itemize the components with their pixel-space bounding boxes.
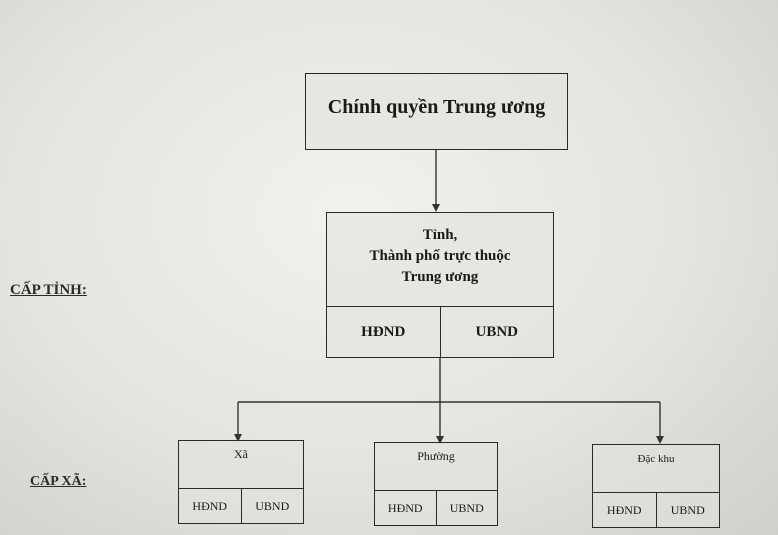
province-title: Tỉnh, Thành phố trực thuộc Trung ương [327,225,553,288]
central-government-box: Chính quyền Trung ương [305,73,568,150]
commune-xa-hdnd: HĐND [192,498,228,513]
province-organs: HĐND UBND [327,306,553,357]
commune-xa-ubnd: UBND [240,489,304,523]
commune-box-xa: Xã HĐND UBND [178,440,304,524]
province-hdnd: HĐND [361,323,406,340]
commune-box-dac-khu: Đặc khu HĐND UBND [592,444,720,528]
commune-xa-organs: HĐND UBND [179,488,303,523]
commune-dac-khu-title: Đặc khu [637,453,675,465]
province-box: Tỉnh, Thành phố trực thuộc Trung ương HĐ… [326,212,554,358]
commune-phuong-title: Phường [417,449,455,463]
province-level-label: CẤP TỈNH: [10,282,87,298]
commune-xa-title: Xã [234,447,248,461]
province-ubnd: UBND [439,307,554,357]
commune-dac-khu-hdnd: HĐND [606,502,642,517]
commune-dac-khu-organs: HĐND UBND [593,492,719,527]
commune-dac-khu-ubnd: UBND [655,493,720,527]
province-title-line-3: Trung ương [401,269,479,285]
commune-phuong-hdnd: HĐND [387,500,423,515]
commune-box-phuong: Phường HĐND UBND [374,442,498,526]
commune-level-label: CẤP XÃ: [30,474,87,489]
central-government-title: Chính quyền Trung ương [327,96,546,118]
province-title-line-1: Tỉnh, [422,227,458,243]
province-title-line-2: Thành phố trực thuộc [369,248,511,264]
commune-phuong-organs: HĐND UBND [375,490,497,525]
commune-phuong-ubnd: UBND [435,491,498,525]
